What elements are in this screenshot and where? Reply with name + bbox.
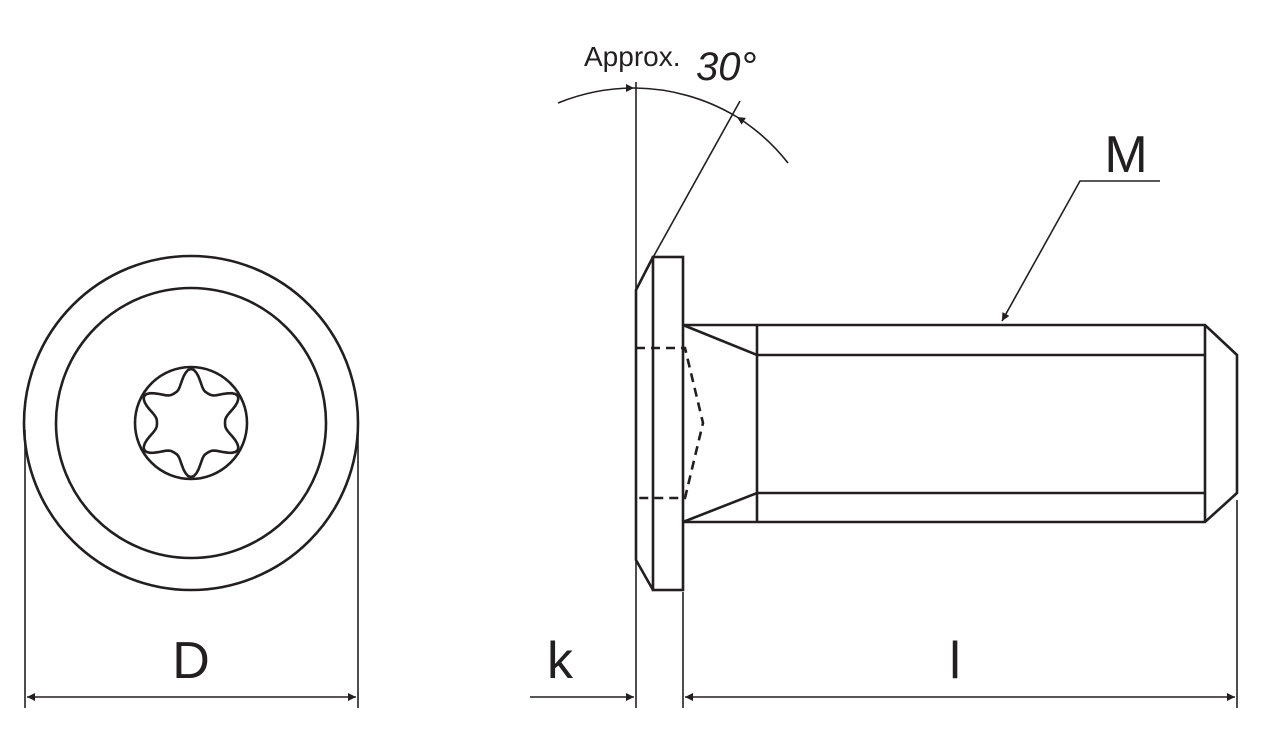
head-height-label: k bbox=[547, 632, 574, 690]
recess-hidden-line bbox=[636, 346, 705, 500]
angle-value-label: 30° bbox=[696, 45, 757, 89]
top-view: D bbox=[22, 254, 360, 708]
angle-prefix-label: Approx. bbox=[584, 41, 681, 72]
thread-leader-arrow bbox=[1001, 180, 1160, 322]
head-chamfer-outline bbox=[634, 256, 655, 591]
angle-reference-line bbox=[645, 100, 741, 271]
thread-label: M bbox=[1104, 126, 1147, 184]
head-inner-circle bbox=[54, 286, 328, 560]
thread-root-lines bbox=[682, 323, 1205, 524]
shank-outline bbox=[683, 323, 1239, 524]
length-label: l bbox=[949, 632, 961, 690]
angle-arc bbox=[633, 87, 738, 118]
angle-arc-arrow bbox=[736, 116, 789, 164]
diameter-label: D bbox=[172, 632, 210, 690]
head-flange bbox=[651, 255, 685, 592]
side-view: k l Approx. 30° M bbox=[530, 41, 1239, 708]
torx-six-lobe-icon bbox=[142, 367, 240, 479]
head-outer-circle bbox=[22, 254, 360, 592]
angle-arc-arrow bbox=[557, 84, 635, 104]
recess-circle bbox=[133, 365, 249, 481]
